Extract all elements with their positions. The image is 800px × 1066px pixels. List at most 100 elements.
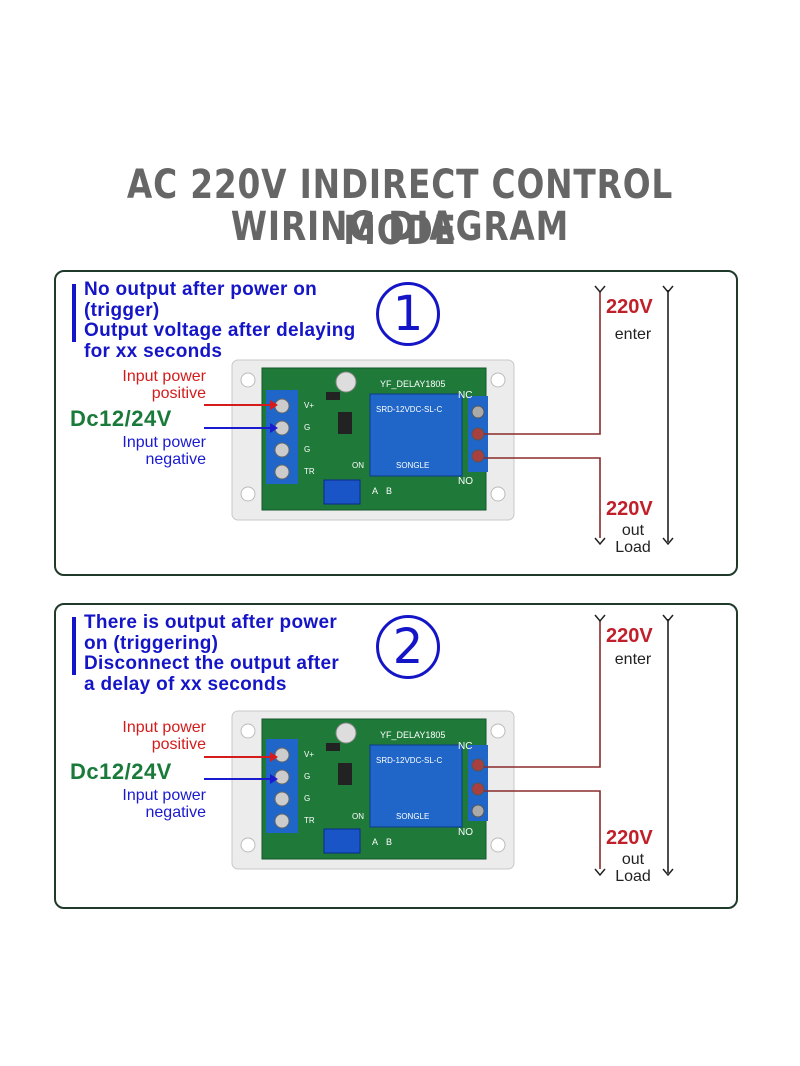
relay-brand: SONGLE bbox=[396, 812, 429, 821]
pin-label: TR bbox=[304, 467, 315, 476]
description-bar bbox=[72, 617, 76, 675]
com-wire bbox=[484, 292, 601, 435]
desc-line: There is output after power bbox=[84, 612, 338, 633]
no-terminal bbox=[471, 449, 485, 463]
desc-line: Output voltage after delaying bbox=[84, 320, 356, 341]
screw-terminal bbox=[274, 747, 290, 763]
capacitor bbox=[335, 371, 357, 393]
mount-hole bbox=[240, 837, 256, 853]
ic-chip bbox=[338, 763, 352, 785]
out-voltage-label: 220V bbox=[606, 827, 653, 849]
relay bbox=[369, 393, 463, 477]
on-mark: ON bbox=[352, 812, 364, 821]
chevron-down-icon bbox=[594, 537, 606, 546]
nc-label: NC bbox=[458, 741, 472, 752]
mount-hole bbox=[490, 837, 506, 853]
enter-voltage-label: 220V bbox=[606, 296, 653, 318]
com-terminal bbox=[471, 782, 485, 796]
diagram-title-line2: WIRING DIAGRAM bbox=[230, 204, 570, 250]
no-label: NO bbox=[458, 476, 473, 487]
mount-hole bbox=[490, 372, 506, 388]
wiring-drawing-2: YF_DELAY1805 NC NO SRD-12VDC-SL-C SONGLE… bbox=[204, 614, 674, 877]
chevron-down-icon bbox=[662, 868, 674, 877]
pin-label: G bbox=[304, 445, 310, 454]
screw-terminal bbox=[274, 464, 290, 480]
screw-terminal bbox=[274, 813, 290, 829]
pin-label: V+ bbox=[304, 750, 314, 759]
chevron-down-icon bbox=[662, 614, 674, 623]
enter-label: enter bbox=[614, 651, 652, 668]
mount-hole bbox=[240, 372, 256, 388]
positive-arrowhead bbox=[270, 752, 278, 762]
potentiometer bbox=[323, 479, 361, 505]
enter-voltage-label: 220V bbox=[606, 625, 653, 647]
nc-terminal bbox=[471, 758, 485, 772]
capacitor bbox=[335, 722, 357, 744]
mount-hole bbox=[240, 486, 256, 502]
relay-brand: SONGLE bbox=[396, 461, 429, 470]
jumper-a: A bbox=[372, 486, 378, 496]
chip bbox=[326, 392, 340, 400]
mode-number-circle: 1 bbox=[376, 282, 440, 346]
no-wire bbox=[484, 457, 601, 538]
jumper-b: B bbox=[386, 837, 392, 847]
mode-description-1: No output after power on (trigger) Outpu… bbox=[72, 279, 356, 362]
description-bar bbox=[72, 284, 76, 342]
no-label: NO bbox=[458, 827, 473, 838]
enter-label: enter bbox=[614, 326, 652, 343]
dc-voltage-label: Dc12/24V bbox=[70, 406, 172, 431]
chevron-down-icon bbox=[594, 868, 606, 877]
out-voltage-label: 220V bbox=[606, 498, 653, 520]
pin-label: V+ bbox=[304, 401, 314, 410]
chevron-down-icon bbox=[594, 285, 606, 294]
potentiometer bbox=[323, 828, 361, 854]
desc-line: (trigger) bbox=[84, 299, 160, 321]
screw-terminal bbox=[274, 769, 290, 785]
mode-number-circle: 2 bbox=[376, 615, 440, 679]
diagram-title-line1: AC 220V INDIRECT CONTROL MODE bbox=[126, 162, 674, 254]
relay-model: SRD-12VDC-SL-C bbox=[376, 405, 442, 414]
pin-label: G bbox=[304, 794, 310, 803]
positive-arrowhead bbox=[270, 400, 278, 410]
chip bbox=[326, 743, 340, 751]
pin-label: G bbox=[304, 423, 310, 432]
negative-arrowhead bbox=[270, 423, 278, 433]
desc-line: on (triggering) bbox=[84, 632, 219, 654]
desc-line: for xx seconds bbox=[84, 340, 223, 362]
mount-hole bbox=[240, 723, 256, 739]
screw-terminal bbox=[274, 442, 290, 458]
nc-label: NC bbox=[458, 390, 472, 401]
screw-terminal bbox=[274, 791, 290, 807]
relay-model: SRD-12VDC-SL-C bbox=[376, 756, 442, 765]
board-name: YF_DELAY1805 bbox=[380, 379, 445, 389]
chevron-down-icon bbox=[594, 614, 606, 623]
dc-voltage-label: Dc12/24V bbox=[70, 759, 172, 784]
no-terminal bbox=[471, 804, 485, 818]
wiring-drawing-1: YF_DELAY1805 NC NO SRD-12VDC-SL-C SONGLE… bbox=[204, 285, 674, 546]
com-terminal bbox=[471, 427, 485, 441]
on-mark: ON bbox=[352, 461, 364, 470]
desc-line: a delay of xx seconds bbox=[84, 673, 287, 695]
chevron-down-icon bbox=[662, 537, 674, 546]
mode-description-2: There is output after power on (triggeri… bbox=[72, 612, 340, 695]
jumper-a: A bbox=[372, 837, 378, 847]
wiring-panel-1: No output after power on (trigger) Outpu… bbox=[54, 270, 738, 576]
nc-terminal bbox=[471, 405, 485, 419]
chevron-down-icon bbox=[662, 285, 674, 294]
pin-label: TR bbox=[304, 816, 315, 825]
ic-chip bbox=[338, 412, 352, 434]
desc-line: Disconnect the output after bbox=[84, 653, 340, 674]
pin-label: G bbox=[304, 772, 310, 781]
screw-terminal bbox=[274, 398, 290, 414]
jumper-b: B bbox=[386, 486, 392, 496]
relay bbox=[369, 744, 463, 828]
negative-arrowhead bbox=[270, 774, 278, 784]
wiring-panel-2: There is output after power on (triggeri… bbox=[54, 603, 738, 909]
mount-hole bbox=[490, 723, 506, 739]
